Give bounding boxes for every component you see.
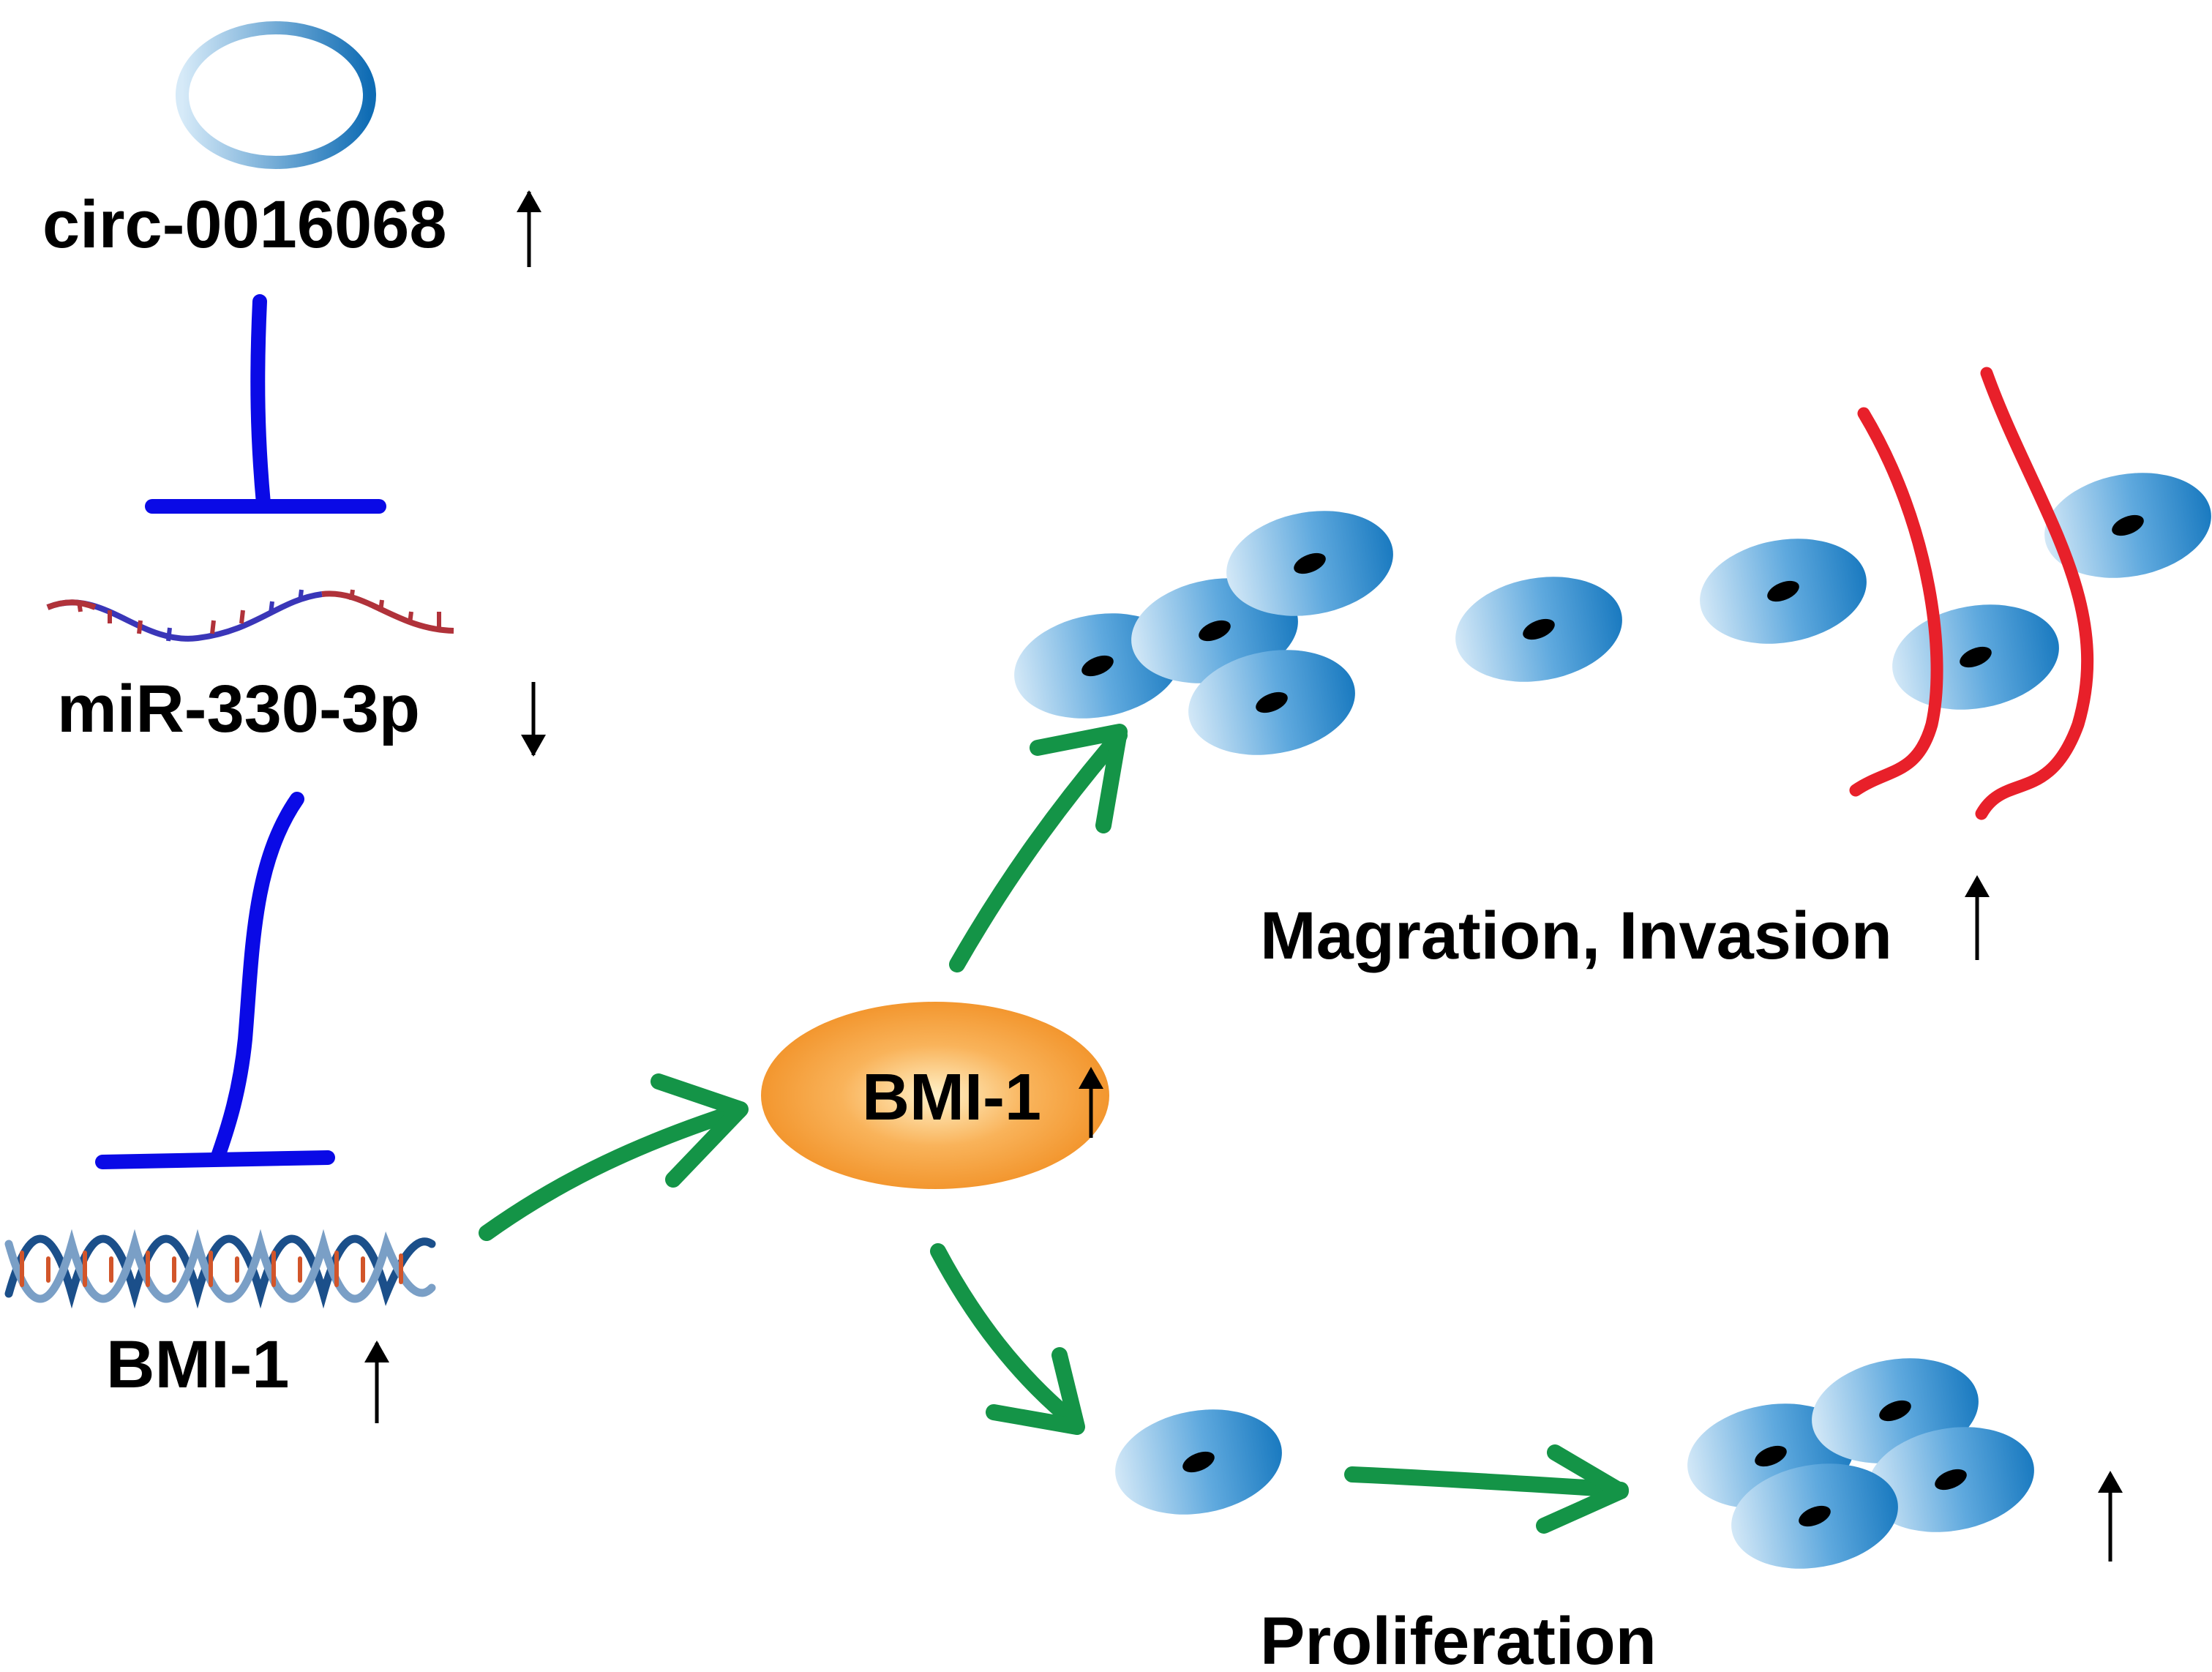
bmi1-protein-label: BMI-1 [862,1061,1041,1134]
circrna-label: circ-0016068 [42,187,447,262]
activation-protein-to-proliferation [930,1243,1085,1435]
activation-gene-to-protein [479,1073,749,1241]
bmi1-protein-up-arrow-icon [1079,1067,1103,1138]
dna-double-helix-icon [4,1229,436,1309]
inhibition-mirna-to-bmi1 [95,792,335,1169]
migration-up-arrow-icon [1965,875,1990,960]
single-cell [1106,1397,1291,1527]
bmi1-gene-up-arrow-icon [364,1341,389,1423]
inhibition-circrna-to-mirna [145,294,386,514]
tissue-barrier-lines [1849,367,2094,820]
mirna-strand-icon [46,589,454,642]
circrna-up-arrow-icon [517,190,541,267]
mirna-label: miR-330-3p [57,672,420,746]
bmi1-protein-node [761,1002,1109,1189]
bmi1-gene-label: BMI-1 [106,1327,289,1402]
activation-protein-to-migration [949,724,1128,972]
migrating-cell-cluster [1005,498,1402,768]
migrating-cell-single [1447,526,1875,694]
circrna-ring-icon [176,21,376,169]
proliferation-up-arrow-icon [2098,1471,2123,1562]
proliferation-label: Proliferation [1260,1604,1657,1668]
proliferated-cell-cluster [1679,1346,2043,1581]
migration-label: Magration, Invasion [1260,899,1892,973]
mirna-down-arrow-icon [521,682,546,757]
activation-cell-to-cluster [1344,1444,1629,1534]
